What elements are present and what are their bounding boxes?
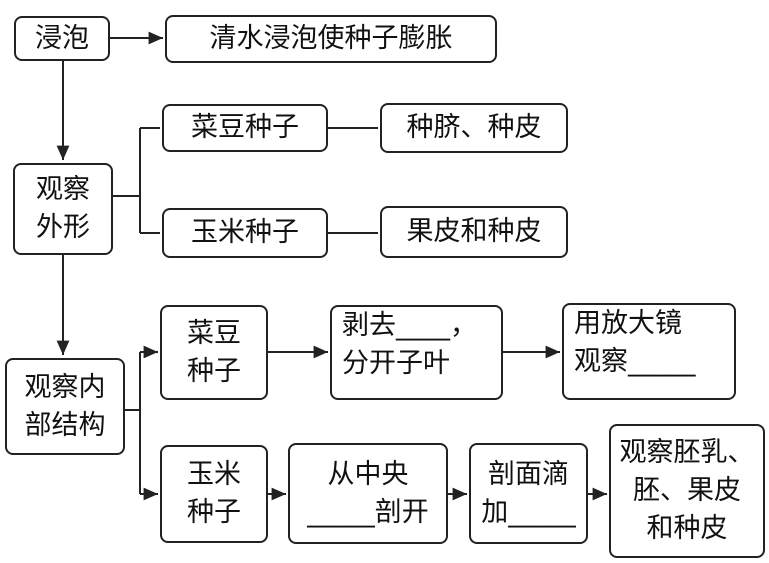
node-corn-seed-inner-line1: 玉米 <box>187 459 241 490</box>
node-corn-step2-line2: 加_____ <box>481 496 576 528</box>
node-observe-inner: 观察内 部结构 <box>5 358 125 455</box>
node-bean-step1-line1: 剥去____， <box>342 310 477 341</box>
node-soak-label: 浸泡 <box>35 22 89 54</box>
node-bean-step2-line1: 用放大镜 <box>574 308 682 339</box>
node-corn-step1: 从中央 _____剖开 <box>288 443 448 544</box>
node-bean-step1: 剥去____， 分开子叶 <box>330 305 503 400</box>
node-observe-shape: 观察 外形 <box>13 163 113 255</box>
node-bean-shape-label: 种脐、种皮 <box>406 112 542 143</box>
node-observe-inner-line1: 观察内 <box>24 371 106 403</box>
node-soak: 浸泡 <box>14 16 110 61</box>
node-bean-step2: 用放大镜 观察_____ <box>562 303 736 400</box>
node-bean-shape: 种脐、种皮 <box>380 103 568 153</box>
node-corn-step2-line1: 剖面滴 <box>488 458 569 490</box>
node-corn-step2: 剖面滴 加_____ <box>469 443 588 544</box>
node-bean-step1-line2: 分开子叶 <box>342 348 450 379</box>
node-corn-step3-line1: 观察胚乳、 <box>619 437 755 468</box>
node-corn-step3-line3: 和种皮 <box>646 513 728 544</box>
node-corn-seed: 玉米种子 <box>162 208 328 258</box>
node-corn-step3: 观察胚乳、 胚、果皮 和种皮 <box>609 424 765 558</box>
node-corn-seed-inner: 玉米 种子 <box>160 445 268 543</box>
node-soak-desc: 清水浸泡使种子膨胀 <box>165 15 497 63</box>
node-bean-seed: 菜豆种子 <box>162 104 328 152</box>
node-bean-seed-label: 菜豆种子 <box>191 112 299 143</box>
node-corn-step3-line2: 胚、果皮 <box>633 475 741 506</box>
node-bean-seed-inner-line1: 菜豆 <box>187 317 241 349</box>
node-corn-seed-label: 玉米种子 <box>191 217 299 248</box>
node-observe-inner-line2: 部结构 <box>24 409 106 441</box>
node-corn-step1-line2: _____剖开 <box>307 496 429 528</box>
node-corn-seed-inner-line2: 种子 <box>187 497 241 528</box>
node-corn-shape: 果皮和种皮 <box>380 206 568 258</box>
node-soak-desc-label: 清水浸泡使种子膨胀 <box>209 23 453 54</box>
node-bean-seed-inner: 菜豆 种子 <box>160 305 268 400</box>
node-bean-step2-line2: 观察_____ <box>574 346 696 377</box>
node-bean-seed-inner-line2: 种子 <box>187 355 241 387</box>
node-corn-shape-label: 果皮和种皮 <box>406 216 542 247</box>
node-observe-shape-line1: 观察 <box>36 174 90 205</box>
node-observe-shape-line2: 外形 <box>36 212 90 243</box>
node-corn-step1-line1: 从中央 <box>327 458 409 490</box>
